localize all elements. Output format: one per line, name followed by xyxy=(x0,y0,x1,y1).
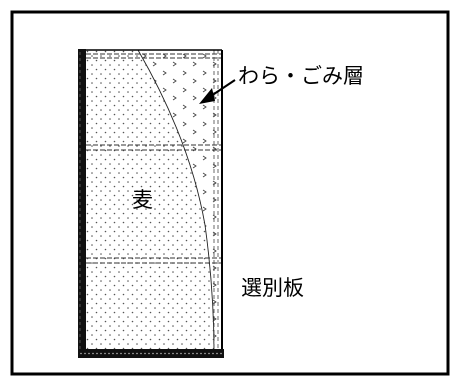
straw-dust-layer-pattern xyxy=(138,50,222,353)
bin-bottom-mesh xyxy=(78,349,224,358)
bin-dividers xyxy=(86,53,222,264)
outer-frame xyxy=(10,10,450,376)
label-straw-dust-layer: わら・ごみ層 xyxy=(238,64,364,88)
pointer-arrow xyxy=(199,79,236,104)
bin-left-wall xyxy=(78,49,86,358)
label-wheat: 麦 xyxy=(132,188,153,212)
layer-boundary-curve xyxy=(137,49,215,354)
label-sorting-plate: 選別板 xyxy=(241,276,304,300)
